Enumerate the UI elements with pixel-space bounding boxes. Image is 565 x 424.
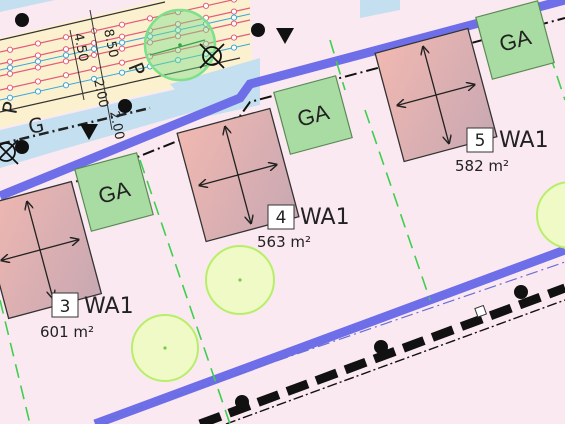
utility-point-icon bbox=[230, 0, 238, 3]
lot-area: 601 m² bbox=[40, 323, 94, 341]
triangle-marker-icon bbox=[276, 28, 294, 44]
plot-boundary-upper bbox=[0, 0, 565, 201]
lot-label-4: 4 WA1 563 m² bbox=[257, 204, 350, 251]
lot-label-3: 3 WA1 601 m² bbox=[40, 292, 134, 341]
utility-point-icon bbox=[118, 33, 126, 40]
utility-point-icon bbox=[34, 58, 42, 65]
garage-ga-middle: GA bbox=[273, 75, 353, 155]
utility-point-icon bbox=[62, 72, 70, 79]
utility-point-icon bbox=[62, 46, 70, 53]
dimension-label: 2.00 bbox=[90, 78, 111, 109]
lot-area: 563 m² bbox=[257, 233, 311, 251]
lot-area: 582 m² bbox=[455, 157, 509, 175]
utility-point-icon bbox=[6, 46, 14, 53]
street-utility-points bbox=[6, 0, 238, 101]
boundary-marker bbox=[474, 304, 488, 318]
site-boundary-dashed bbox=[198, 283, 565, 424]
utility-point-icon bbox=[202, 26, 210, 33]
utility-point-icon bbox=[6, 84, 14, 91]
utility-point-icon bbox=[62, 52, 70, 59]
double-arrow-icon bbox=[1, 240, 78, 261]
utility-point-icon bbox=[34, 64, 42, 71]
survey-point-icon bbox=[251, 23, 265, 37]
lot-zone: WA1 bbox=[300, 205, 350, 230]
survey-point-icon bbox=[514, 285, 528, 299]
house-lot-5 bbox=[374, 27, 498, 163]
street-label-p: P bbox=[0, 100, 23, 116]
double-arrow-icon bbox=[397, 85, 474, 106]
tree-circle bbox=[536, 181, 565, 249]
double-arrow-icon bbox=[199, 165, 276, 186]
utility-point-icon bbox=[62, 58, 70, 65]
lot-number: 4 bbox=[276, 208, 287, 228]
utility-point-icon bbox=[174, 33, 182, 40]
utility-point-icon bbox=[34, 78, 42, 85]
survey-point-icon bbox=[235, 395, 249, 409]
street-label-g: G bbox=[26, 112, 46, 139]
utility-point-icon bbox=[118, 45, 126, 52]
lot-number: 3 bbox=[60, 297, 71, 317]
utility-point-icon bbox=[90, 75, 98, 83]
street-area bbox=[0, 0, 400, 168]
utility-point-icon bbox=[146, 15, 154, 22]
utility-point-icon bbox=[62, 34, 70, 41]
utility-point-icon bbox=[90, 65, 98, 73]
utility-point-icon bbox=[146, 33, 154, 40]
utility-point-icon bbox=[146, 39, 154, 46]
utility-point-icon bbox=[34, 88, 42, 95]
utility-point-icon bbox=[174, 21, 182, 28]
lot-zone: WA1 bbox=[84, 294, 134, 319]
survey-point-icon bbox=[118, 99, 132, 113]
survey-points bbox=[15, 13, 528, 409]
utility-point-icon bbox=[202, 40, 210, 47]
utility-point-icon bbox=[118, 69, 126, 76]
utility-point-icon bbox=[230, 8, 238, 15]
utility-point-icon bbox=[174, 27, 182, 34]
utility-point-icon bbox=[118, 39, 126, 46]
survey-point-icon bbox=[374, 340, 388, 354]
utility-point-icon bbox=[6, 94, 14, 101]
triangle-marker-icon bbox=[80, 124, 98, 140]
lot-label-5: 5 WA1 582 m² bbox=[455, 127, 549, 175]
survey-point-icon bbox=[15, 13, 29, 27]
utility-point-icon bbox=[230, 20, 238, 27]
triangle-markers bbox=[80, 28, 294, 140]
utility-point-icon bbox=[230, 34, 238, 41]
utility-point-icon bbox=[90, 45, 98, 53]
garage-ga-left: GA bbox=[74, 152, 154, 232]
utility-point-icon bbox=[62, 82, 70, 89]
lot-zone: WA1 bbox=[499, 128, 549, 153]
utility-point-icon bbox=[230, 44, 238, 51]
crossed-circle-icon bbox=[199, 43, 225, 69]
lot-number: 5 bbox=[475, 131, 486, 151]
utility-point-icon bbox=[34, 40, 42, 47]
utility-point-icon bbox=[118, 21, 126, 28]
utility-point-icon bbox=[174, 57, 182, 64]
crossed-circles bbox=[0, 43, 225, 165]
utility-point-icon bbox=[34, 52, 42, 59]
utility-point-icon bbox=[90, 51, 98, 59]
utility-point-icon bbox=[6, 58, 14, 65]
dimension-label: 2.00 bbox=[106, 110, 127, 141]
crossed-circle-icon bbox=[0, 139, 19, 165]
utility-point-icon bbox=[118, 59, 126, 66]
utility-point-icon bbox=[6, 70, 14, 77]
utility-point-icon bbox=[230, 14, 238, 21]
house-lot-3 bbox=[0, 180, 103, 320]
utility-point-icon bbox=[6, 64, 14, 71]
survey-point-icon bbox=[15, 140, 29, 154]
plot-boundary-lower bbox=[93, 245, 565, 424]
utility-point-icon bbox=[202, 2, 210, 9]
garage-ga-right: GA bbox=[475, 0, 555, 80]
trees bbox=[131, 8, 565, 382]
dimension-label: 8.50 bbox=[100, 28, 121, 59]
